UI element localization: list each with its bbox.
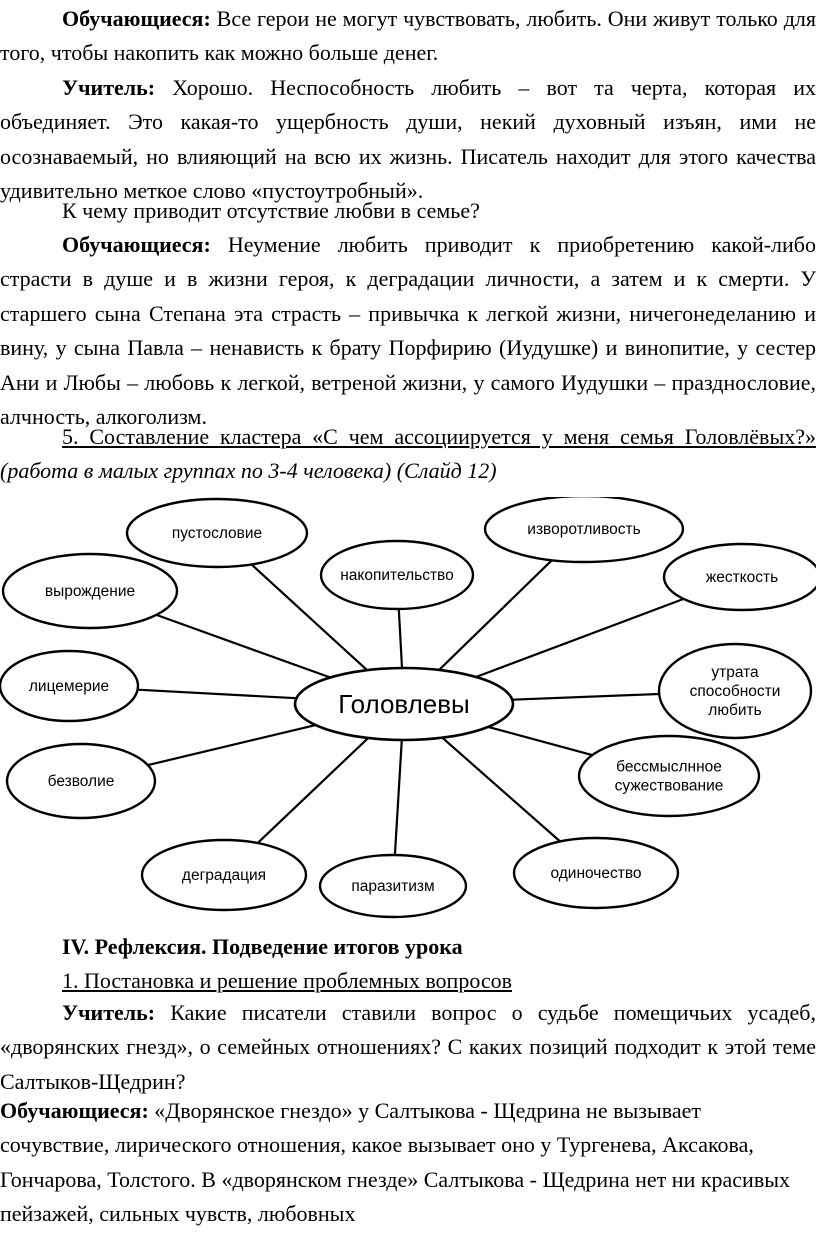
cluster-node-label: одиночество bbox=[550, 865, 641, 882]
cluster-node-ellipse bbox=[657, 642, 813, 740]
cluster-node-ellipse bbox=[5, 742, 157, 820]
cluster-spoke-vyrozhdenie bbox=[156, 613, 331, 679]
cluster-spoke-bessmyslennoe bbox=[487, 725, 593, 757]
cluster-node-odinochestvo: одиночество bbox=[512, 836, 680, 910]
cluster-node-label: деградация bbox=[182, 867, 266, 884]
cluster-spoke-pustoslovie bbox=[250, 563, 368, 671]
subsection-heading: 1. Постановка и решение проблемных вопро… bbox=[62, 968, 513, 993]
cluster-node-degradaciya: деградация bbox=[140, 838, 308, 912]
cluster-diagram: пустословие изворотливость накопительство в… bbox=[0, 497, 816, 919]
cluster-node-ellipse bbox=[577, 734, 761, 818]
cluster-spoke-degradaciya bbox=[256, 737, 369, 844]
paragraph-text: Хорошо. Неспособность любить – вот та че… bbox=[0, 75, 816, 204]
cluster-spoke-parazitizm bbox=[393, 739, 403, 856]
paragraph-students-1: Обучающиеся: Все герои не могут чувствов… bbox=[0, 2, 816, 71]
cluster-node-ellipse bbox=[0, 649, 140, 723]
speaker-label: Обучающиеся: bbox=[62, 232, 211, 257]
paragraph-text: «Дворянское гнездо» у Салтыкова - Щедрин… bbox=[0, 1098, 791, 1227]
cluster-node-ellipse bbox=[318, 853, 468, 919]
paragraph-text: Неумение любить приводит к приобретению … bbox=[0, 232, 816, 430]
paragraph-task-5: 5. Составление кластера «С чем ассоцииру… bbox=[0, 420, 816, 489]
cluster-node-label: сужествование bbox=[615, 778, 724, 795]
cluster-node-bessmyslennoe: бессмыслнное сужествование bbox=[577, 734, 761, 818]
paragraph-teacher-1: Учитель: Хорошо. Неспособность любить – … bbox=[0, 71, 816, 209]
paragraph-text: К чему приводит отсутствие любви в семье… bbox=[62, 198, 480, 223]
cluster-node-izvorotlivost: изворотливость bbox=[483, 497, 685, 564]
cluster-node-label: паразитизм bbox=[351, 878, 434, 895]
cluster-node-ellipse bbox=[319, 539, 475, 611]
speaker-label: Обучающиеся: bbox=[62, 6, 211, 31]
speaker-label: Учитель: bbox=[62, 75, 156, 100]
cluster-spoke-licemerie bbox=[137, 688, 297, 700]
cluster-node-label: накопительство bbox=[340, 567, 454, 584]
cluster-node-label: безволие bbox=[48, 773, 115, 790]
cluster-spoke-zhestkost bbox=[475, 597, 685, 679]
cluster-node-licemerie: лицемерие bbox=[0, 649, 140, 723]
cluster-node-label: вырождение bbox=[45, 583, 135, 600]
cluster-node-bezvolie: безволие bbox=[5, 742, 157, 820]
cluster-center-label: Головлевы bbox=[338, 689, 470, 719]
cluster-node-vyrozhdenie: вырождение bbox=[1, 552, 179, 630]
cluster-node-parazitizm: паразитизм bbox=[318, 853, 468, 919]
cluster-node-label: лицемерие bbox=[29, 678, 109, 695]
paragraph-teacher-2: Учитель: Какие писатели ставили вопрос о… bbox=[0, 996, 816, 1099]
speaker-label: Учитель: bbox=[62, 1000, 156, 1025]
cluster-center-node: Головлевы bbox=[293, 666, 515, 742]
cluster-spoke-nakopitelstvo bbox=[397, 608, 404, 669]
cluster-node-label: любить bbox=[708, 702, 761, 719]
paragraph-question: К чему приводит отсутствие любви в семье… bbox=[0, 194, 816, 228]
paragraph-students-3: Обучающиеся: «Дворянское гнездо» у Салты… bbox=[0, 1094, 800, 1232]
paragraph-students-2: Обучающиеся: Неумение любить приводит к … bbox=[0, 228, 816, 434]
cluster-spoke-odinochestvo bbox=[441, 736, 561, 843]
cluster-node-utrata: утрата способности любить bbox=[657, 642, 813, 740]
cluster-node-label: изворотливость bbox=[527, 521, 640, 538]
cluster-node-nakopitelstvo: накопительство bbox=[319, 539, 475, 611]
task-title: 5. Составление кластера «С чем ассоцииру… bbox=[62, 424, 816, 449]
paragraph-text: Какие писатели ставили вопрос о судьбе п… bbox=[0, 1000, 816, 1094]
section-heading: IV. Рефлексия. Подведение итогов урока bbox=[62, 934, 463, 959]
cluster-node-ellipse bbox=[483, 497, 685, 564]
cluster-node-label: утрата bbox=[711, 664, 759, 681]
cluster-spoke-izvorotlivost bbox=[438, 559, 553, 671]
cluster-node-label: пустословие bbox=[172, 525, 262, 542]
cluster-node-zhestkost: жесткость bbox=[662, 542, 816, 612]
cluster-node-ellipse bbox=[125, 497, 309, 569]
cluster-node-ellipse bbox=[512, 836, 680, 910]
paragraph-text: Все герои не могут чувствовать, любить. … bbox=[0, 6, 816, 66]
cluster-node-label: жесткость bbox=[706, 569, 778, 586]
cluster-node-label: способности bbox=[690, 683, 781, 700]
cluster-center-ellipse bbox=[293, 666, 515, 742]
task-note: (работа в малых группах по 3-4 человека)… bbox=[0, 458, 497, 484]
cluster-node-pustoslovie: пустословие bbox=[125, 497, 309, 569]
cluster-node-ellipse bbox=[662, 542, 816, 612]
cluster-node-ellipse bbox=[140, 838, 308, 912]
cluster-spoke-utrata bbox=[512, 692, 660, 701]
speaker-label: Обучающиеся: bbox=[0, 1098, 149, 1123]
cluster-spoke-bezvolie bbox=[147, 724, 316, 767]
cluster-node-label: бессмыслнное bbox=[616, 759, 722, 776]
cluster-node-ellipse bbox=[1, 552, 179, 630]
